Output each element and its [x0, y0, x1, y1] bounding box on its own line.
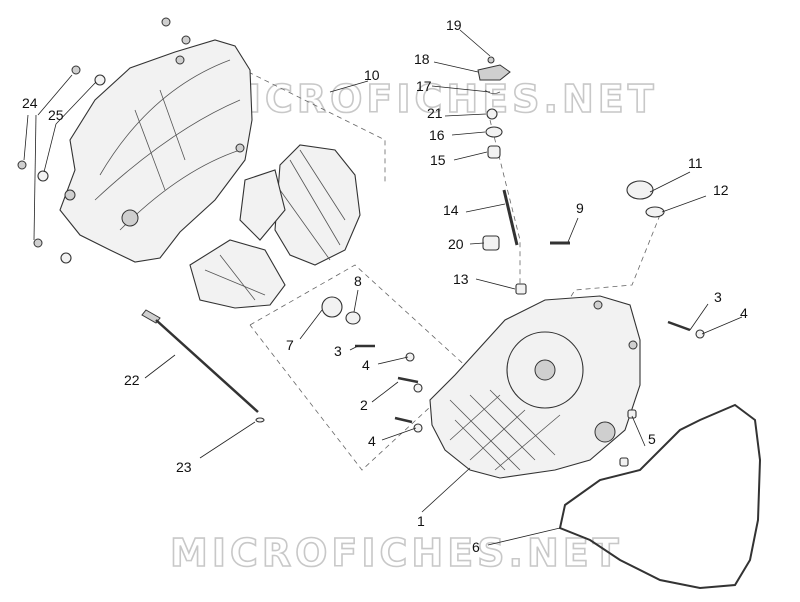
- frame-left: [199, 47, 386, 182]
- callout-18: 18: [414, 51, 430, 67]
- frame-cap: [569, 214, 661, 299]
- callout-16: 16: [429, 127, 445, 143]
- outer-cover: [59, 39, 253, 263]
- callout-19: 19: [446, 17, 462, 33]
- callout-12: 12: [713, 182, 729, 198]
- callout-25: 25: [48, 107, 64, 123]
- callout-24: 24: [22, 95, 38, 111]
- frame-shaft: [489, 119, 521, 290]
- callout-23: 23: [176, 459, 192, 475]
- callout-2: 2: [360, 397, 368, 413]
- frame-center: [249, 264, 471, 471]
- rotor-fan: [189, 144, 361, 309]
- callout-labels: 1 2 3 3 4 4 4 5 6 7 8 9 10 11 12 13 14 1…: [22, 17, 748, 555]
- callout-14: 14: [443, 202, 459, 218]
- callout-7: 7: [286, 337, 294, 353]
- callout-22: 22: [124, 372, 140, 388]
- callout-3-right: 3: [714, 289, 722, 305]
- callout-11: 11: [688, 155, 703, 171]
- callout-9: 9: [576, 200, 584, 216]
- callout-4-upper: 4: [362, 357, 370, 373]
- callout-1: 1: [417, 513, 425, 529]
- small-parts: [321, 56, 705, 467]
- callout-13: 13: [453, 271, 469, 287]
- dipstick: [141, 309, 265, 423]
- callout-5: 5: [648, 431, 656, 447]
- callout-20: 20: [448, 236, 464, 252]
- fasteners-left: [17, 17, 191, 264]
- gasket: [558, 403, 762, 590]
- watermark-bottom: MICROFICHES.NET: [170, 531, 623, 575]
- clutch-cover: [429, 295, 641, 479]
- callout-4-lower: 4: [368, 433, 376, 449]
- leader-lines: [23, 29, 743, 546]
- callout-6: 6: [472, 539, 480, 555]
- callout-15: 15: [430, 152, 446, 168]
- callout-8: 8: [354, 273, 362, 289]
- callout-21: 21: [427, 105, 443, 121]
- watermark-top: MICROFICHES.NET: [205, 77, 658, 121]
- callout-4-right: 4: [740, 305, 748, 321]
- callout-10: 10: [364, 67, 380, 83]
- callout-3-left: 3: [334, 343, 342, 359]
- callout-17: 17: [416, 78, 432, 94]
